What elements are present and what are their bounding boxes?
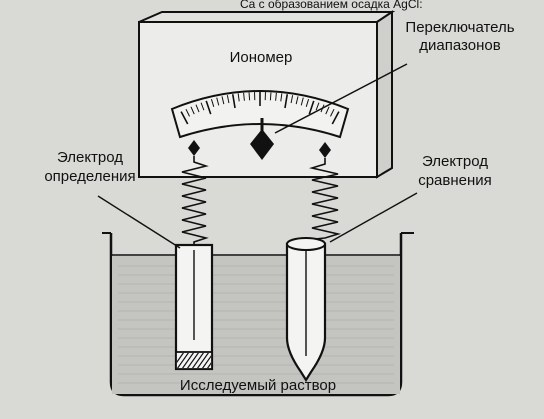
dial-tick — [221, 96, 225, 105]
membrane-hatch-line — [186, 353, 200, 368]
dial-tick — [216, 97, 220, 106]
dial-tick — [195, 104, 200, 113]
dial-tick — [231, 94, 236, 109]
dial-tick — [290, 95, 294, 104]
wire-right — [304, 158, 342, 241]
range-switch-pointer — [274, 63, 408, 134]
dial-tick — [275, 92, 277, 101]
dial-ticks — [180, 92, 340, 125]
dial-tick — [210, 99, 215, 107]
dial-tick — [280, 93, 283, 102]
solution-label: Исследуемый раствор — [180, 377, 336, 394]
dial-tick — [305, 99, 310, 107]
dial-tick — [185, 108, 190, 117]
membrane-hatch-line — [181, 353, 195, 368]
membrane-hatch-line — [191, 353, 205, 368]
ion-selective-membrane — [177, 353, 211, 368]
dial-tick — [284, 94, 289, 109]
membrane-hatch-line — [196, 353, 210, 368]
membrane-hatch-line — [177, 353, 185, 363]
dial-tick — [325, 106, 330, 115]
dial-tick — [315, 102, 320, 111]
membrane-hatch-line — [177, 353, 190, 368]
dial-tick — [269, 92, 272, 101]
det-electrode-label-line1: Электрод — [57, 149, 123, 166]
membrane-hatch-line — [201, 355, 211, 368]
dial-tick — [243, 92, 245, 101]
wire-left — [181, 156, 209, 250]
meter-dial — [170, 90, 350, 139]
terminal-right — [319, 142, 331, 158]
dial-tick — [180, 111, 189, 125]
dial-tick — [205, 100, 212, 115]
header-fragment: Ca с образованием осадка AgCl: — [240, 0, 423, 11]
dial-tick — [226, 95, 230, 104]
dial-tick — [308, 100, 315, 115]
dial-tick — [300, 97, 304, 106]
dial-tick — [237, 93, 240, 102]
dial-tick — [190, 106, 195, 115]
dial-tick — [331, 111, 340, 125]
dial-tick — [200, 102, 205, 111]
ref-electrode-label-line2: сравнения — [418, 172, 492, 189]
range-switch-label-line1: Переключатель — [405, 19, 514, 36]
reference-electrode — [285, 237, 327, 383]
ionomer-label: Иономер — [230, 49, 293, 66]
determination-electrode — [174, 243, 214, 371]
terminal-left — [188, 140, 200, 156]
ref-electrode-label-line1: Электрод — [422, 153, 488, 170]
ref-electrode-pointer — [329, 192, 418, 243]
dial-tick — [330, 108, 335, 117]
det-electrode-pointer — [97, 195, 181, 249]
det-electrode-label-line2: определения — [44, 168, 135, 185]
dial-tick — [295, 96, 299, 105]
range-switch-knob[interactable] — [250, 129, 274, 160]
dial-tick — [248, 92, 251, 101]
range-switch-label-line2: диапазонов — [419, 37, 500, 54]
membrane-hatch-line — [206, 362, 211, 368]
solution-hatching — [118, 265, 394, 384]
beaker — [102, 232, 414, 397]
